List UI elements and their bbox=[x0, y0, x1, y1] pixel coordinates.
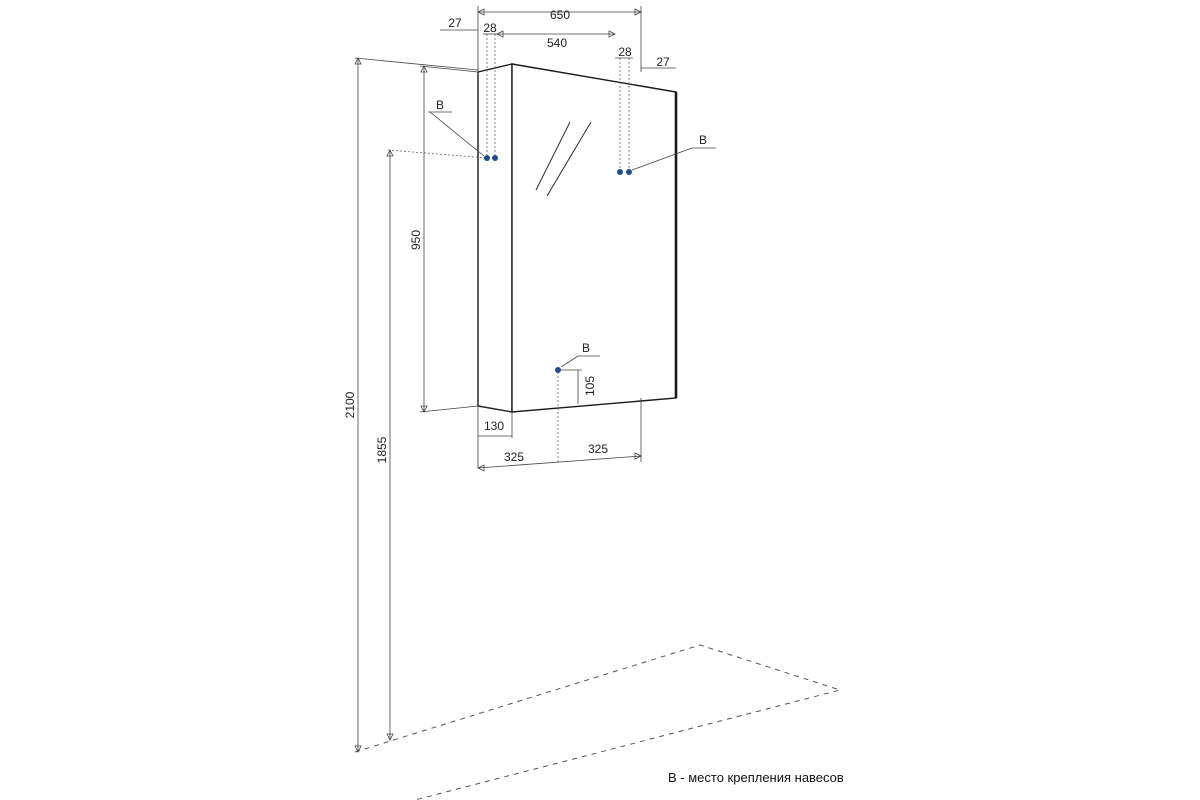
vertical-dimensions: 2100 1855 950 105 bbox=[343, 57, 597, 753]
bottom-dimensions: 130 325 325 bbox=[477, 372, 642, 472]
dim-offset-left: 27 bbox=[448, 16, 462, 30]
mount-point-right-1 bbox=[617, 169, 623, 175]
dim-depth: 130 bbox=[484, 419, 504, 433]
callout-mount-left: B bbox=[436, 98, 444, 112]
dim-mount-height: 1855 bbox=[375, 436, 389, 463]
dim-bottom-mount-offset: 105 bbox=[583, 376, 597, 396]
mount-point-left-1 bbox=[484, 155, 490, 161]
mount-points: B B B bbox=[428, 98, 716, 373]
mirror-reflection-mark bbox=[535, 121, 571, 191]
mount-point-left-2 bbox=[492, 155, 498, 161]
cabinet-body bbox=[477, 63, 678, 413]
top-dimensions: 650 540 27 28 28 27 bbox=[440, 6, 676, 172]
dim-hole-right: 28 bbox=[618, 45, 632, 59]
floor-outline bbox=[354, 644, 842, 800]
dim-height-to-floor: 2100 bbox=[343, 391, 357, 418]
dim-door-inner: 540 bbox=[547, 36, 567, 50]
callout-mount-right: B bbox=[699, 133, 707, 147]
mount-point-right-2 bbox=[626, 169, 632, 175]
callout-mount-bottom: B bbox=[582, 341, 590, 355]
dim-half-left: 325 bbox=[504, 450, 524, 464]
mount-point-bottom bbox=[555, 367, 561, 373]
dim-half-right: 325 bbox=[588, 442, 608, 456]
dim-offset-right: 27 bbox=[656, 55, 670, 69]
dim-cabinet-height: 950 bbox=[409, 230, 423, 250]
legend-text: B - место крепления навесов bbox=[668, 770, 844, 785]
dim-width-total: 650 bbox=[550, 8, 570, 22]
dim-hole-left: 28 bbox=[483, 21, 497, 35]
